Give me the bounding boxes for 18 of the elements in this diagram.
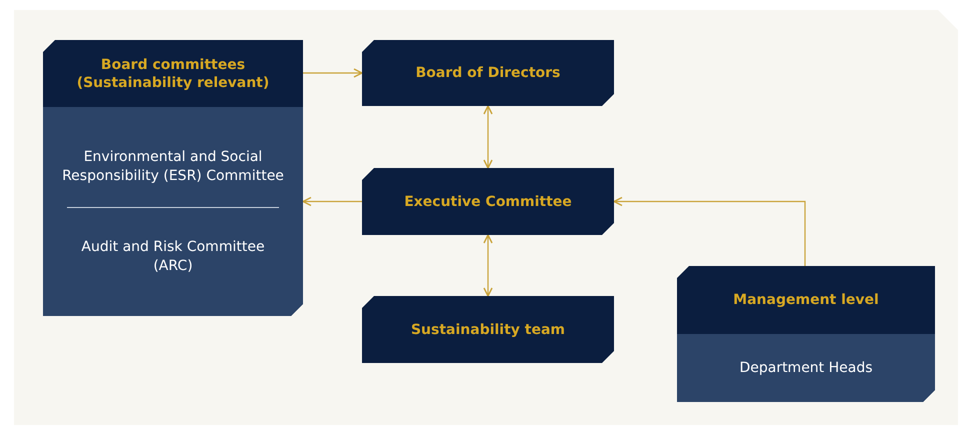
arrow — [483, 105, 493, 169]
committee-name: Environmental and Social Responsibility (ESR) Committee — [61, 148, 285, 186]
management-panel — [677, 266, 935, 402]
arrow — [613, 196, 806, 266]
box-heading: Board of Directors — [414, 64, 562, 82]
box-heading: Executive Committee — [403, 192, 573, 210]
box-heading: Board committees (Sustainability relevant) — [76, 56, 270, 92]
arrow — [483, 234, 493, 297]
process-box — [362, 40, 614, 106]
process-box — [362, 296, 614, 363]
process-box — [362, 168, 614, 235]
committee-panel — [43, 40, 303, 316]
box-heading: Management level — [732, 291, 880, 309]
box-heading: Sustainability team — [410, 320, 566, 338]
arrow — [303, 68, 363, 78]
committee-name: Department Heads — [739, 358, 873, 378]
committee-name: Audit and Risk Committee (ARC) — [80, 238, 266, 276]
arrow — [302, 196, 362, 206]
